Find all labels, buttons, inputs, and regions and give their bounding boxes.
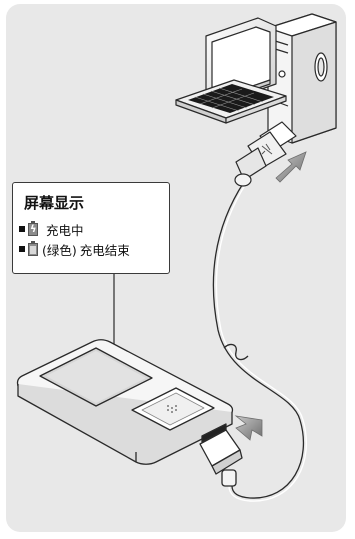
screen-display-callout: 屏幕显示 ϟ 充电中 (绿色) 充电结束 [12,182,170,274]
arrow-to-player [234,415,263,441]
status-row-complete: (绿色) 充电结束 [19,240,130,258]
complete-label: 充电结束 [79,242,130,258]
bullet [19,246,25,252]
callout-title: 屏幕显示 [24,194,85,212]
mp3-player [16,339,243,487]
charging-battery-icon: ϟ [28,220,38,236]
status-row-charging: ϟ 充电中 [19,220,84,238]
full-battery-icon [28,240,38,256]
usb-cable [212,181,307,502]
keyboard [175,79,287,124]
pc-tower [267,13,337,144]
usb-plug [234,121,297,187]
computer [175,13,337,144]
arrow-to-pc [275,151,307,183]
color-note: (绿色) [42,242,77,258]
charging-label: 充电中 [46,222,84,238]
bullet [19,226,25,232]
